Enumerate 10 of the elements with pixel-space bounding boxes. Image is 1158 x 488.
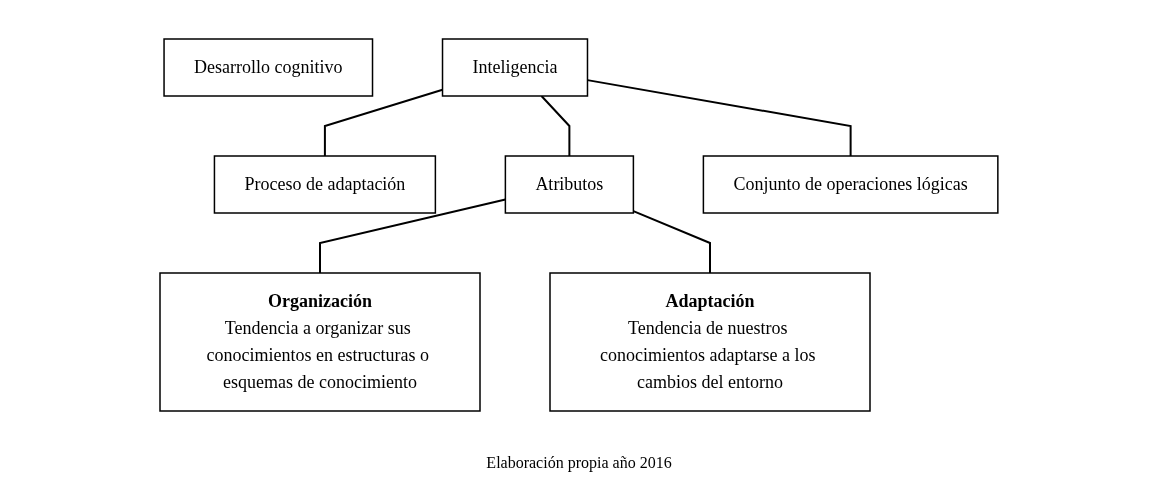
node-box: Inteligencia bbox=[441, 38, 589, 97]
connector bbox=[632, 210, 712, 274]
node-box: Organización Tendencia a organizar sus conocimientos en estructuras o esquemas de conocimiento bbox=[159, 272, 481, 412]
node-box: Conjunto de operaciones lógicas bbox=[702, 155, 999, 214]
node-box: Desarrollo cognitivo bbox=[163, 38, 374, 97]
node-box: Adaptación Tendencia de nuestros conocimientos adaptarse a los cambios del entorno bbox=[549, 272, 871, 412]
caption: Elaboración propia año 2016 bbox=[486, 454, 672, 472]
node-box: Proceso de adaptación bbox=[213, 155, 437, 214]
node-box: Atributos bbox=[504, 155, 635, 214]
connector bbox=[540, 95, 571, 157]
